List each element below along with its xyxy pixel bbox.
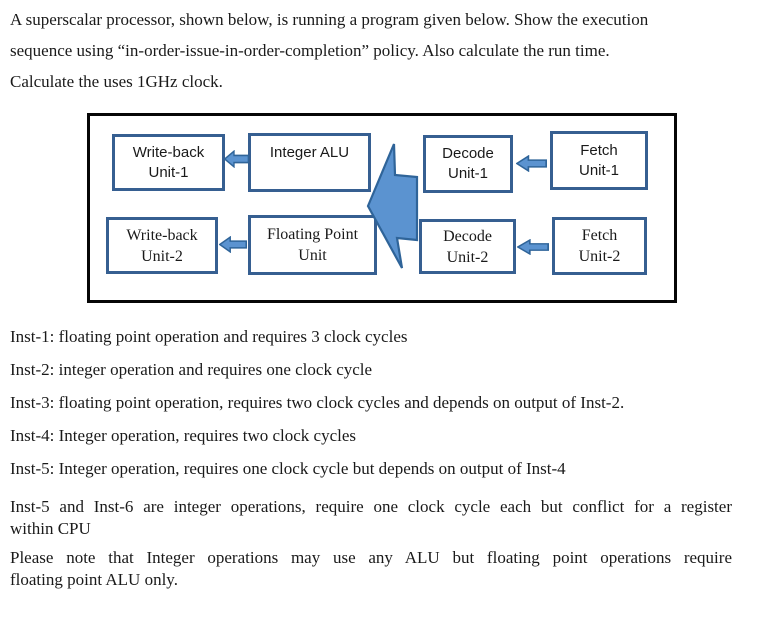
box-write-back-unit-1: Write-back Unit-1 xyxy=(112,134,225,191)
instruction-inst-1: Inst-1: floating point operation and req… xyxy=(10,327,408,346)
box-fetch-unit-1: Fetch Unit-1 xyxy=(550,131,648,190)
box-label-line: Unit-2 xyxy=(446,248,489,266)
intro-line-2: sequence using “in-order-issue-in-order-… xyxy=(10,41,610,60)
instruction-inst-2: Inst-2: integer operation and requires o… xyxy=(10,360,373,379)
box-label-line: Decode xyxy=(442,145,494,162)
instruction-inst-3: Inst-3: floating point operation, requir… xyxy=(10,393,625,412)
box-label-line: Unit-1 xyxy=(447,165,488,182)
box-integer-alu: Integer ALU xyxy=(248,133,371,192)
box-label-line: Unit xyxy=(298,247,327,264)
box-decode-unit-1: Decode Unit-1 xyxy=(423,135,513,193)
box-label-line: Unit-2 xyxy=(141,247,183,265)
left-flow-arrow-icon xyxy=(517,239,549,255)
note-alu-usage-line-2: floating point ALU only. xyxy=(10,570,178,589)
note-alu-usage-line-1: Please note that Integer operations may … xyxy=(10,548,732,567)
box-label-line: Unit-1 xyxy=(148,163,189,181)
box-label-line: Fetch xyxy=(580,141,618,159)
box-label-line: Decode xyxy=(443,227,492,245)
box-label-line: Write-back xyxy=(126,226,198,244)
instruction-inst-4: Inst-4: Integer operation, requires two … xyxy=(10,426,357,445)
box-label-line: Unit-2 xyxy=(578,248,621,265)
box-write-back-unit-2: Write-back Unit-2 xyxy=(106,217,218,274)
box-floating-point-unit: Floating Point Unit xyxy=(248,215,377,275)
box-fetch-unit-2: Fetch Unit-2 xyxy=(552,217,647,275)
instruction-inst-5: Inst-5: Integer operation, requires one … xyxy=(10,459,566,478)
left-flow-arrow-icon xyxy=(224,150,249,168)
left-flow-arrow-icon xyxy=(516,155,547,172)
pipeline-merge-arrow-icon xyxy=(366,143,419,269)
note-register-conflict-line-2: within CPU xyxy=(10,519,91,538)
note-register-conflict-line-1: Inst-5 and Inst-6 are integer operations… xyxy=(10,497,732,516)
intro-line-3: Calculate the uses 1GHz clock. xyxy=(10,72,223,91)
box-label-line: Fetch xyxy=(581,227,618,244)
box-label-line: Write-back xyxy=(132,143,205,161)
box-label-line: Floating Point xyxy=(266,226,359,243)
box-decode-unit-2: Decode Unit-2 xyxy=(419,219,516,274)
box-label-line: Integer ALU xyxy=(269,144,350,161)
intro-line-1: A superscalar processor, shown below, is… xyxy=(10,10,649,29)
left-flow-arrow-icon xyxy=(219,236,247,253)
box-label-line: Unit-1 xyxy=(578,161,619,179)
